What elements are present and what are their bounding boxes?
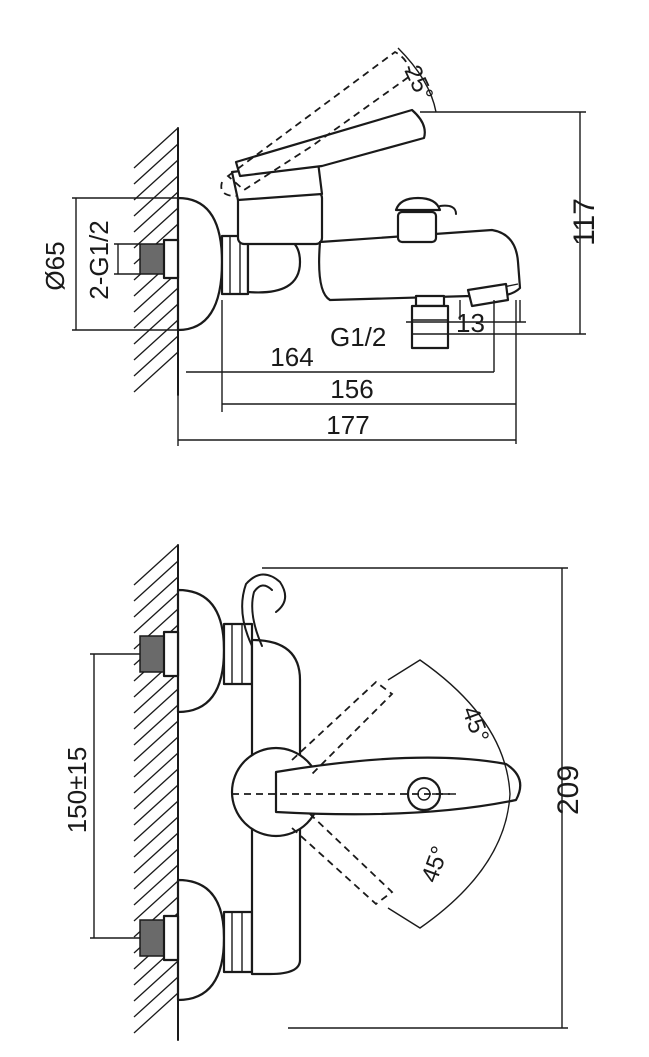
side-wall-flange bbox=[176, 196, 224, 332]
side-inlet-fitting bbox=[139, 234, 250, 296]
side-dim-164: 164 bbox=[186, 342, 494, 373]
wall-hatch-line bbox=[133, 704, 179, 746]
side-dim-156-label: 156 bbox=[330, 374, 373, 404]
wall-hatch-line bbox=[133, 159, 179, 201]
side-dim-164-label: 164 bbox=[270, 342, 313, 372]
wall-hatch-line bbox=[133, 832, 179, 874]
side-dim-diameter: Ø65 2-G1/2 bbox=[40, 197, 180, 331]
front-lower-flange bbox=[139, 878, 254, 1002]
front-shower-hook bbox=[241, 573, 287, 647]
wall-hatch-line bbox=[133, 992, 179, 1034]
side-lever-raised bbox=[226, 50, 411, 192]
wall-hatch-line bbox=[133, 864, 179, 906]
side-dim-177-label: 177 bbox=[326, 410, 369, 440]
wall-hatch-line bbox=[133, 800, 179, 842]
side-dim-117-label: 117 bbox=[568, 198, 601, 246]
wall-hatch-line bbox=[133, 127, 179, 169]
front-upper-flange bbox=[139, 588, 254, 714]
wall-hatch-line bbox=[133, 720, 179, 762]
wall-hatch-line bbox=[133, 143, 179, 185]
front-dim-angle-lower-label: 45° bbox=[416, 843, 454, 886]
wall-hatch-line bbox=[133, 287, 179, 329]
wall-hatch-line bbox=[133, 976, 179, 1018]
wall-hatch-line bbox=[133, 752, 179, 794]
wall-hatch-line bbox=[133, 175, 179, 217]
wall-hatch-line bbox=[133, 207, 179, 249]
wall-hatch-line bbox=[133, 335, 179, 377]
wall-hatch-line bbox=[133, 736, 179, 778]
wall-hatch-line bbox=[133, 688, 179, 730]
front-dim-209-label: 209 bbox=[552, 765, 585, 815]
side-dim-outlet-thread-label: G1/2 bbox=[330, 322, 386, 352]
side-dim-156: 156 bbox=[221, 300, 517, 444]
front-view: 45° 45° 209 150±15 bbox=[62, 544, 585, 1041]
wall-hatch-line bbox=[133, 848, 179, 890]
side-diverter-knob bbox=[394, 196, 457, 244]
front-lever-positions bbox=[291, 680, 394, 906]
wall-hatch-line bbox=[133, 768, 179, 810]
front-lever bbox=[274, 756, 522, 816]
side-outlet-nipple bbox=[410, 294, 450, 350]
side-dim-spout-end-label: 13 bbox=[456, 308, 485, 338]
side-dim-117: 117 bbox=[420, 111, 601, 335]
wall-hatch-line bbox=[133, 592, 179, 634]
front-wall bbox=[133, 544, 179, 1041]
wall-hatch-line bbox=[133, 544, 179, 586]
wall-hatch-line bbox=[133, 303, 179, 345]
wall-hatch-line bbox=[133, 319, 179, 361]
front-dim-angle-upper-label: 45° bbox=[456, 703, 494, 746]
wall-hatch-line bbox=[133, 880, 179, 922]
side-dim-diameter-label: Ø65 bbox=[40, 241, 70, 290]
wall-hatch-line bbox=[133, 816, 179, 858]
side-wall bbox=[133, 127, 179, 396]
side-dim-177: 177 bbox=[177, 395, 516, 446]
side-lever bbox=[234, 108, 426, 178]
front-dim-center-distance: 150±15 bbox=[62, 653, 140, 939]
wall-hatch-line bbox=[133, 672, 179, 714]
wall-hatch-line bbox=[133, 784, 179, 826]
wall-hatch-line bbox=[133, 560, 179, 602]
wall-hatch-line bbox=[133, 351, 179, 393]
wall-hatch-line bbox=[133, 960, 179, 1002]
side-view: 117 Ø65 2-G1/2 25° G1/2 13 bbox=[40, 47, 601, 446]
front-dim-center-distance-label: 150±15 bbox=[62, 747, 92, 834]
side-dim-outlet: G1/2 13 bbox=[330, 300, 526, 372]
side-dim-thread-inlet-label: 2-G1/2 bbox=[84, 220, 114, 300]
wall-hatch-line bbox=[133, 576, 179, 618]
side-dim-angle: 25° bbox=[397, 47, 438, 113]
front-dim-209: 209 bbox=[262, 567, 585, 1029]
